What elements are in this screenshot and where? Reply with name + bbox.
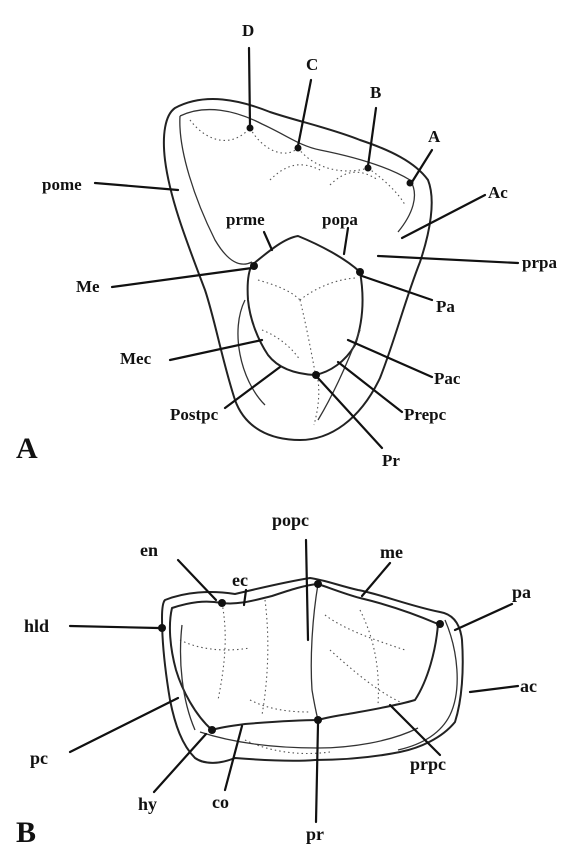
leader-pome	[95, 183, 178, 190]
label-c: C	[306, 55, 318, 74]
leader-ac-lower	[470, 686, 518, 692]
panel-a-lower-lobe	[238, 300, 360, 420]
point-popc	[314, 580, 322, 588]
panel-a-inner-outline	[180, 110, 414, 232]
label-pr-lower: pr	[306, 824, 324, 844]
label-b: B	[370, 83, 381, 102]
label-pac: Pac	[434, 369, 461, 388]
leader-me	[112, 268, 252, 287]
label-pa: Pa	[436, 297, 455, 316]
leader-me-lower	[362, 563, 390, 596]
leader-d	[249, 48, 250, 126]
panel-b-label: B	[16, 816, 36, 849]
label-pa-lower: pa	[512, 582, 531, 602]
point-hld	[158, 624, 166, 632]
point-pa-lower	[436, 620, 444, 628]
label-a: A	[428, 127, 441, 146]
label-pome: pome	[42, 175, 82, 194]
panel-b-right-bulge	[398, 620, 457, 750]
label-prepc: Prepc	[404, 405, 447, 424]
label-hy: hy	[138, 794, 157, 814]
label-ac-lower: ac	[520, 676, 537, 696]
leader-prepc	[338, 362, 402, 412]
panel-b-crown-outline	[162, 578, 463, 763]
label-me-lower: me	[380, 542, 403, 562]
label-en: en	[140, 540, 158, 560]
label-pc: pc	[30, 748, 48, 768]
label-mec: Mec	[120, 349, 152, 368]
leader-mec	[170, 340, 262, 360]
label-popa: popa	[322, 210, 358, 229]
leader-popa	[344, 228, 348, 254]
leader-hy	[154, 734, 206, 792]
panel-a-trigon	[248, 236, 363, 375]
label-prme: prme	[226, 210, 265, 229]
leader-popc	[306, 540, 308, 640]
leader-prpa	[378, 256, 518, 263]
panel-a: D C B A pome Ac prme popa prpa Me Pa Mec…	[16, 21, 557, 470]
panel-b-cusp-ridges	[180, 600, 405, 715]
point-en	[218, 599, 226, 607]
panel-a-label: A	[16, 432, 38, 465]
label-prpa: prpa	[522, 253, 557, 272]
leader-b	[368, 108, 376, 166]
leader-pac	[348, 340, 432, 377]
panel-b-occlusal-outline	[170, 584, 438, 730]
label-postpc: Postpc	[170, 405, 219, 424]
label-co: co	[212, 792, 229, 812]
label-pr: Pr	[382, 451, 400, 470]
label-popc: popc	[272, 510, 309, 530]
leader-pc	[70, 698, 178, 752]
panel-b: popc en ec me pa hld ac pc prpc hy co pr…	[16, 510, 537, 849]
leader-hld	[70, 626, 158, 628]
label-me: Me	[76, 277, 100, 296]
leader-prme	[264, 232, 272, 250]
leader-c	[298, 80, 311, 146]
panel-a-left-ridge	[180, 116, 252, 264]
label-d: D	[242, 21, 254, 40]
label-ac: Ac	[488, 183, 508, 202]
leader-pa	[362, 276, 432, 300]
point-pr-lower	[314, 716, 322, 724]
label-hld: hld	[24, 616, 49, 636]
panel-b-central-groove	[311, 584, 318, 720]
leader-pr-lower	[316, 724, 318, 822]
leader-pa-lower	[455, 604, 512, 630]
label-ec: ec	[232, 570, 248, 590]
label-prpc: prpc	[410, 754, 446, 774]
point-hy	[208, 726, 216, 734]
panel-a-trigon-ridges	[258, 278, 355, 372]
panel-a-lower-dots	[314, 380, 319, 425]
point-pa	[356, 268, 364, 276]
leader-postpc	[225, 367, 280, 408]
